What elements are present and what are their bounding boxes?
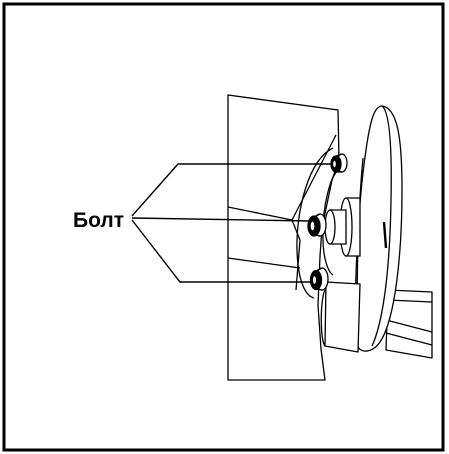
callout-line-bottom: [131, 219, 312, 283]
wall-mount: [227, 94, 340, 381]
callout-lines: [131, 163, 332, 283]
bolt-label: Болт: [73, 209, 124, 232]
bolt-middle: [307, 197, 361, 257]
outer-frame: [2, 2, 445, 452]
bolt-bottom: [309, 267, 329, 291]
bolt-top: [330, 153, 348, 173]
callout-line-middle: [131, 217, 311, 222]
callout-line-top: [131, 163, 332, 217]
monitor-back: [320, 105, 403, 353]
